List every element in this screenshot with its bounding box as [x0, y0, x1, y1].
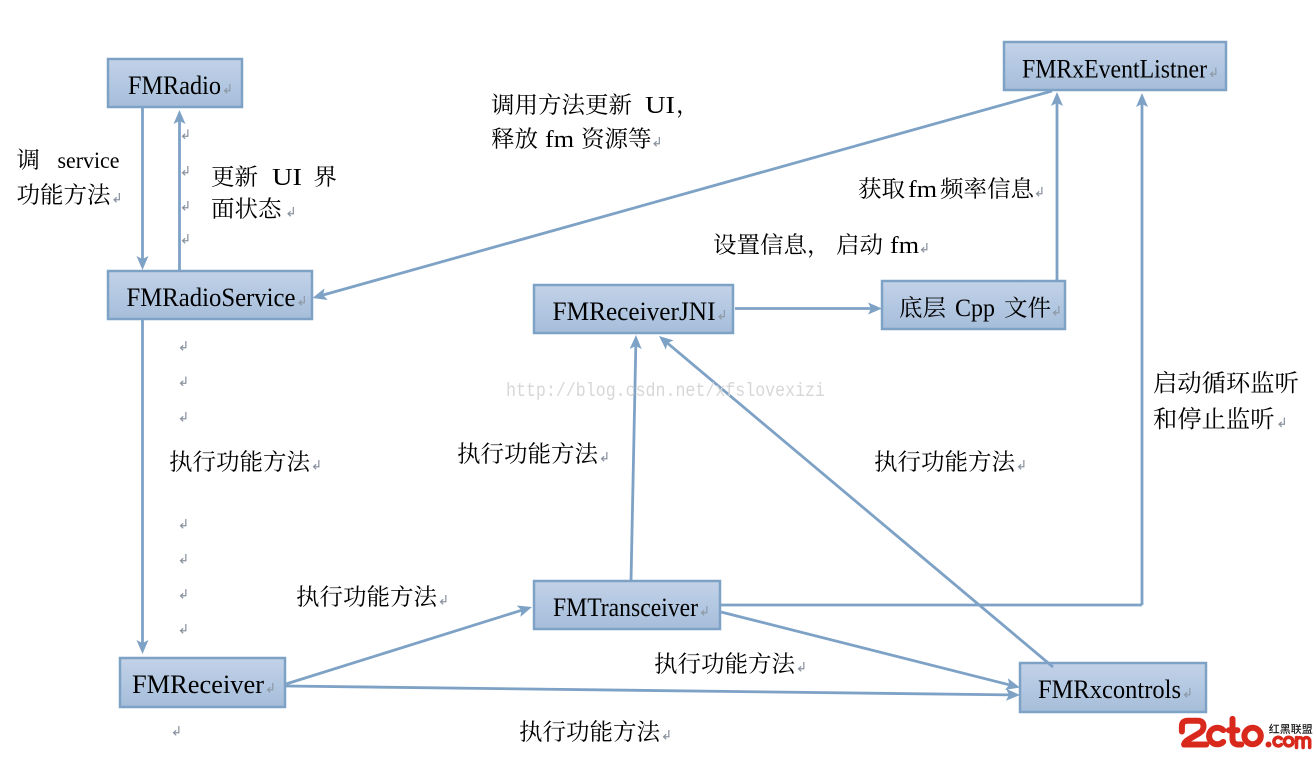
svg-text:FMRadioService: FMRadioService [127, 283, 296, 312]
svg-text:FMReceiverJNI: FMReceiverJNI [553, 297, 716, 326]
svg-text:Cpp: Cpp [955, 295, 995, 322]
svg-text:FMTransceiver: FMTransceiver [553, 593, 698, 622]
svg-text:service: service [58, 148, 120, 173]
svg-text:fm: fm [908, 177, 937, 203]
svg-text:FMRxEventListner: FMRxEventListner [1022, 55, 1207, 84]
svg-text:http://blog.csdn.net/xfslovexi: http://blog.csdn.net/xfslovexizi [506, 380, 825, 402]
svg-text:fm: fm [890, 233, 919, 259]
svg-text:UI: UI [645, 93, 675, 119]
svg-text:fm: fm [545, 127, 574, 153]
svg-text:FMRxcontrols: FMRxcontrols [1038, 675, 1181, 704]
svg-text:FMReceiver: FMReceiver [132, 670, 264, 699]
svg-text:FMRadio: FMRadio [128, 71, 221, 100]
svg-text:UI: UI [272, 165, 302, 191]
